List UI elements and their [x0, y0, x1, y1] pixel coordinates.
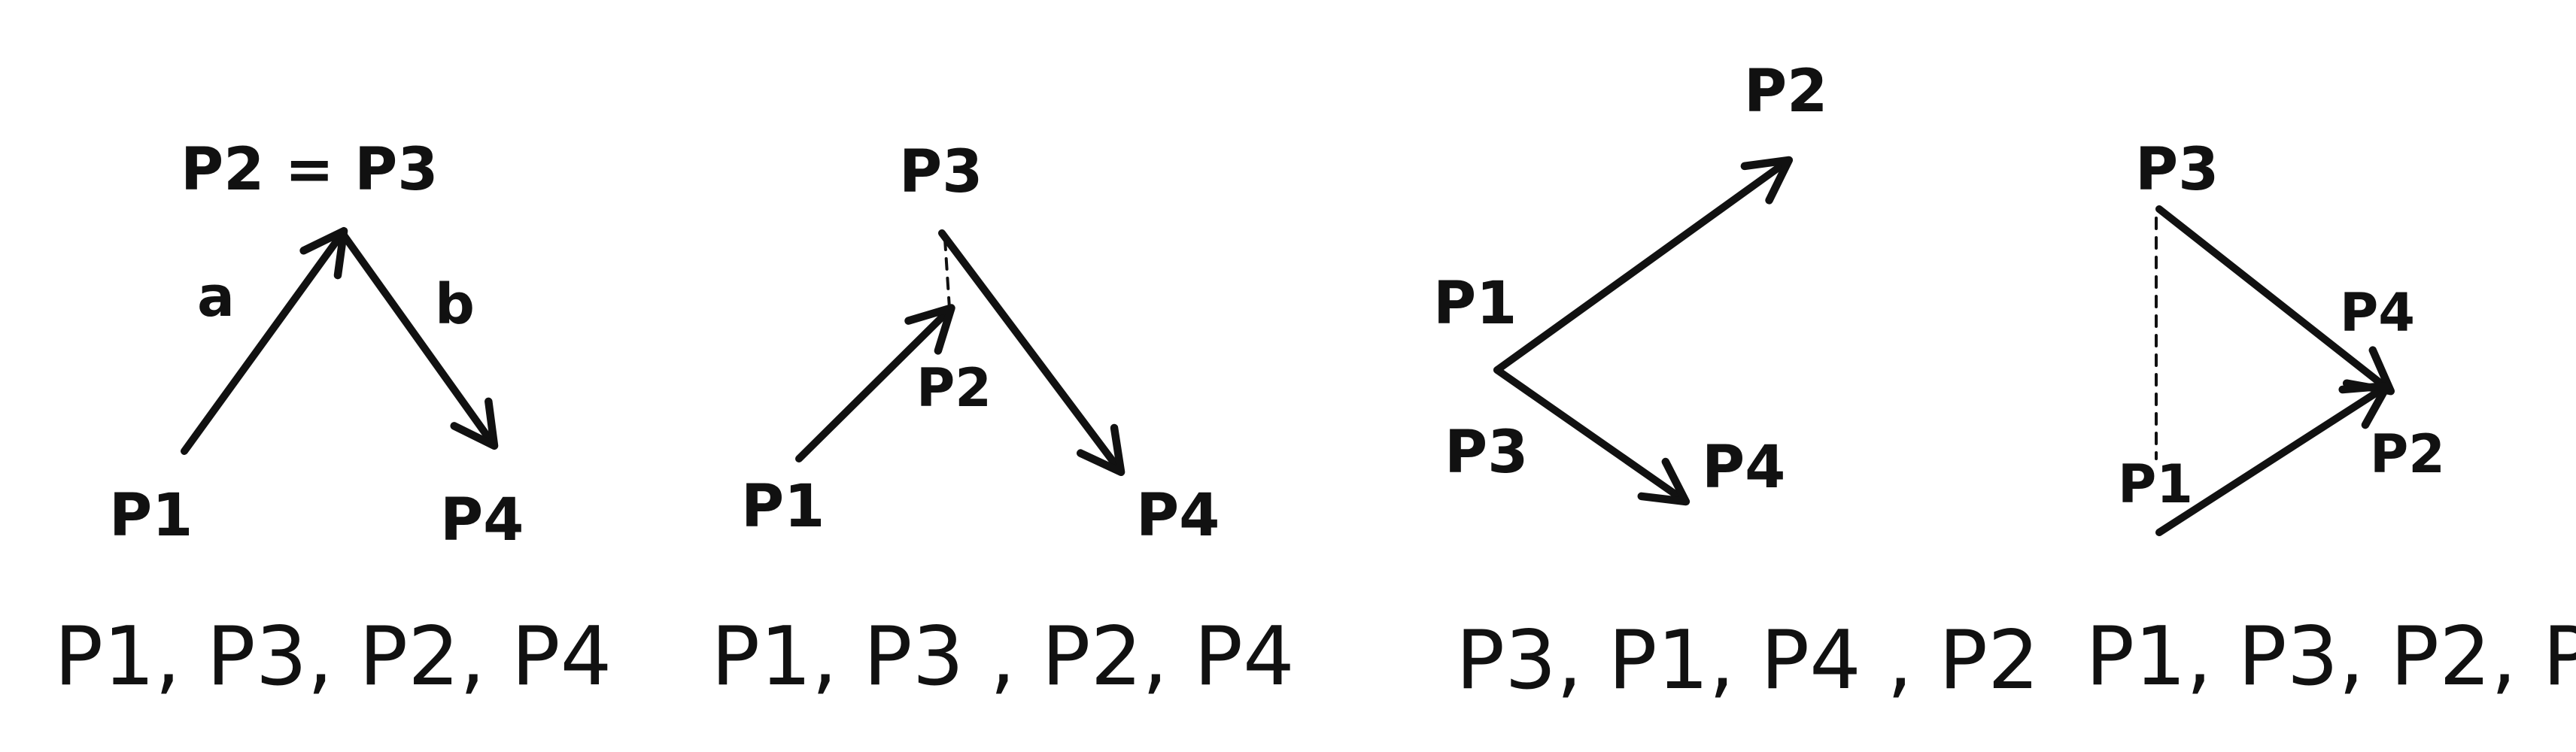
vector-p3-to-p4 — [938, 229, 1125, 477]
point-label-p2: P2 — [2370, 423, 2445, 485]
vector-p3-to-p4 — [2155, 205, 2395, 396]
point-label-p1: P1 — [1433, 270, 1517, 338]
dashed-guide-p3-p2 — [943, 238, 951, 310]
vector-p1-to-p2 — [2155, 381, 2392, 536]
vector-b-p3-to-p4 — [339, 229, 499, 450]
sequence-label: P3, P1, P4 , P2 — [1456, 614, 2040, 708]
point-label-p4: P4 — [440, 487, 524, 554]
sequence-label: P1, P3, P2, P4 — [2085, 610, 2576, 704]
diagram-2: P3 P2 P1 P4 P1, P3 , P2, P4 — [711, 138, 1295, 704]
edge-label-a: a — [197, 265, 235, 329]
point-label-p2: P2 — [1744, 58, 1827, 126]
point-label-p2: P2 — [916, 357, 992, 419]
vector-p1-to-p2 — [795, 304, 955, 462]
point-label-p4: P4 — [1702, 434, 1785, 502]
vector-a-p1-to-p2 — [181, 226, 348, 455]
point-label-p4: P4 — [1136, 482, 1220, 550]
point-label-p3: P3 — [1444, 419, 1528, 487]
point-label-p3: P3 — [899, 138, 983, 206]
vector-p1-to-p2 — [1493, 156, 1794, 374]
diagram-1: P2 = P3 a b P1 P4 P1, P3, P2, P4 — [54, 136, 612, 704]
sequence-label: P1, P3 , P2, P4 — [711, 610, 1295, 704]
vector-p3-to-p4 — [1493, 366, 1690, 506]
point-label-p2-p3: P2 = P3 — [181, 136, 439, 204]
point-label-p3: P3 — [2135, 136, 2219, 204]
diagram-3: P2 P1 P3 P4 P3, P1, P4 , P2 — [1433, 58, 2040, 708]
point-label-p1: P1 — [2118, 453, 2193, 515]
edge-label-b: b — [435, 272, 475, 337]
point-label-p4: P4 — [2340, 282, 2415, 344]
point-label-p1: P1 — [741, 473, 825, 541]
sequence-label: P1, P3, P2, P4 — [54, 610, 612, 704]
diagram-4: P3 P4 P2 P1 P1, P3, P2, P4 — [2085, 136, 2576, 704]
point-label-p1: P1 — [109, 482, 193, 550]
